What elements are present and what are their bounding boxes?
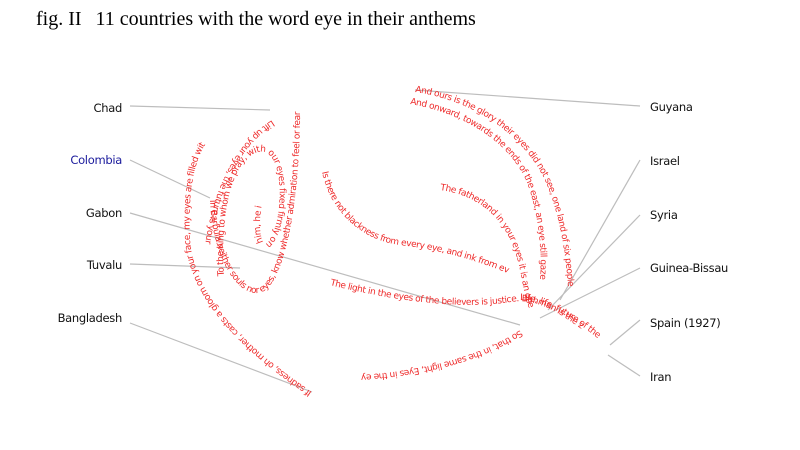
- connector-line-colombia: [129, 159, 211, 199]
- country-label-chad: Chad: [93, 101, 123, 115]
- connector-line-guinea-bissau: [539, 267, 641, 319]
- country-label-gabon: Gabon: [85, 206, 122, 220]
- country-label-guinea-bissau: Guinea-Bissau: [650, 261, 729, 275]
- connector-line-iran: [607, 354, 641, 377]
- figure-title: fig. II 11 countries with the word eye in…: [36, 8, 476, 31]
- country-label-iran: Iran: [650, 370, 672, 384]
- lyric-bangladesh: If sadness, oh mother, casts a gloom on …: [0, 0, 314, 398]
- figure-heading: 11 countries with the word eye in their …: [95, 8, 476, 30]
- figure-label: fig. II: [36, 8, 82, 30]
- lyric-gabon: To the King to whom we pray, with our ey…: [0, 0, 287, 277]
- country-label-guyana: Guyana: [650, 100, 693, 114]
- connector-line-bangladesh: [129, 322, 313, 393]
- connector-line-syria: [547, 214, 641, 311]
- connector-line-gabon: [129, 212, 521, 326]
- lyric-chad: Lift up your eyes, the future is yours.: [0, 0, 276, 245]
- connector-line-spain: [609, 319, 641, 346]
- connector-line-guyana: [414, 89, 641, 107]
- connector-line-chad: [129, 105, 271, 111]
- country-label-bangladesh: Bangladesh: [57, 311, 123, 325]
- country-label-syria: Syria: [650, 208, 678, 222]
- connector-line-israel: [559, 159, 641, 301]
- country-label-spain-1927: Spain (1927): [650, 316, 721, 330]
- country-label-colombia[interactable]: Colombia: [70, 153, 122, 167]
- country-label-tuvalu: Tuvalu: [86, 258, 122, 272]
- country-label-israel: Israel: [650, 154, 680, 168]
- connector-line-tuvalu: [129, 263, 241, 269]
- lyric-spain: Life, life, future of the fatherland, in…: [0, 0, 604, 342]
